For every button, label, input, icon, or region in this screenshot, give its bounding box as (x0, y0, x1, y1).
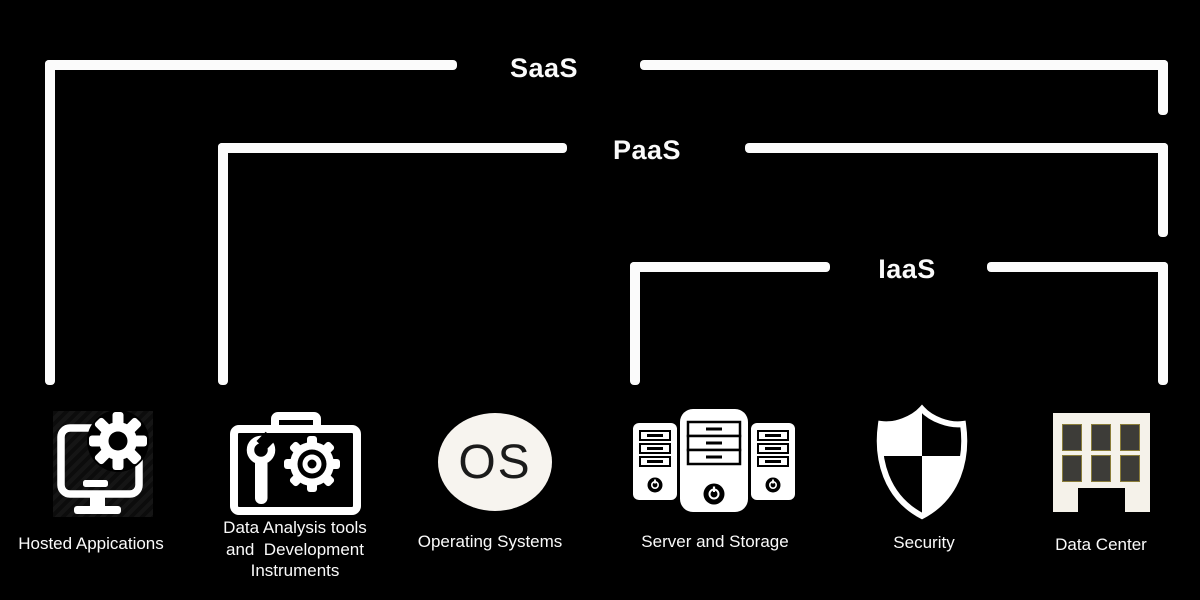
toolbox-gear-icon (225, 410, 365, 515)
toolbox-gear-icon-svg (230, 412, 361, 515)
building-icon (1053, 413, 1150, 512)
os-circle-icon: OS (438, 413, 552, 511)
building-window (1091, 424, 1111, 451)
iaas-label: IaaS (878, 254, 936, 284)
building-door (1078, 488, 1125, 512)
paas-bracket-top-right-line (745, 143, 1168, 153)
saas-bracket-right-drop-line (1158, 60, 1168, 115)
security-label-line: Security (893, 533, 955, 552)
server-storage-label-line: Server and Storage (641, 532, 789, 551)
data-analysis-label: Data Analysis tools and Development Inst… (185, 517, 405, 582)
paas-bracket-right-drop-line (1158, 143, 1168, 237)
paas-bracket-top-left-line (218, 143, 567, 153)
data-analysis-label-line2: and Development (226, 539, 364, 559)
hosted-applications-label-line: Hosted Appications (18, 534, 164, 553)
data-center-label: Data Center (1001, 534, 1200, 556)
shield-icon-svg (876, 404, 968, 520)
saas-label: SaaS (509, 53, 579, 83)
server-stack-icon (630, 406, 798, 514)
paas-bracket-left-drop-line (218, 143, 228, 385)
building-window (1062, 455, 1082, 482)
monitor-gear-icon-svg (57, 410, 149, 514)
data-analysis-label-line3: Instruments (250, 561, 340, 580)
iaas-bracket-top-left-line (630, 262, 830, 272)
saas-bracket-top-right-line (640, 60, 1168, 70)
shield-icon (872, 404, 972, 520)
data-center-label-line: Data Center (1055, 535, 1147, 554)
operating-systems-label: Operating Systems (390, 531, 590, 553)
server-storage-label: Server and Storage (615, 531, 815, 553)
iaas-bracket-right-drop-line (1158, 262, 1168, 385)
building-window (1091, 455, 1111, 482)
building-window (1120, 424, 1140, 451)
server-stack-icon-svg (633, 409, 795, 512)
monitor-gear-icon (53, 410, 153, 517)
iaas-bracket-top-right-line (987, 262, 1168, 272)
iaas-bracket-left-drop-line (630, 262, 640, 385)
saas-bracket-top-left-line (45, 60, 457, 70)
os-circle-icon-text: OS (458, 435, 532, 489)
hosted-applications-label: Hosted Appications (0, 533, 182, 555)
security-label: Security (824, 532, 1024, 554)
data-analysis-label-line1: Data Analysis tools (223, 518, 367, 537)
building-window (1120, 455, 1140, 482)
paas-label: PaaS (612, 135, 682, 165)
building-window (1062, 424, 1082, 451)
saas-bracket-left-drop-line (45, 60, 55, 385)
operating-systems-label-line: Operating Systems (417, 532, 563, 551)
